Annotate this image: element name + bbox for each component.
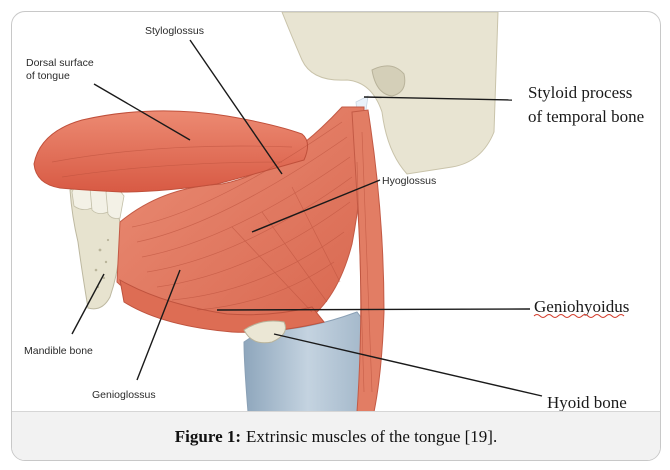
label-styloglossus: Styloglossus xyxy=(145,25,204,37)
label-mandible: Mandible bone xyxy=(24,345,93,357)
label-styloid-line1: Styloid process xyxy=(528,83,632,102)
caption-text: Extrinsic muscles of the tongue [19]. xyxy=(246,427,497,447)
figure-frame: Styloglossus Dorsal surface of tongue St… xyxy=(11,11,661,461)
label-geniohyoidus: Geniohyoidus xyxy=(534,297,629,316)
label-dorsal-line1: Dorsal surface xyxy=(26,57,94,69)
label-hyoid: Hyoid bone xyxy=(547,393,627,412)
label-genioglossus: Genioglossus xyxy=(92,389,156,401)
label-styloid-line2: of temporal bone xyxy=(528,107,644,126)
anatomy-illustration: Styloglossus Dorsal surface of tongue St… xyxy=(12,12,660,412)
label-dorsal-line2: of tongue xyxy=(26,70,70,82)
figure-caption: Figure 1: Extrinsic muscles of the tongu… xyxy=(12,411,660,461)
label-hyoglossus: Hyoglossus xyxy=(382,175,436,187)
caption-label: Figure 1: xyxy=(175,427,241,447)
